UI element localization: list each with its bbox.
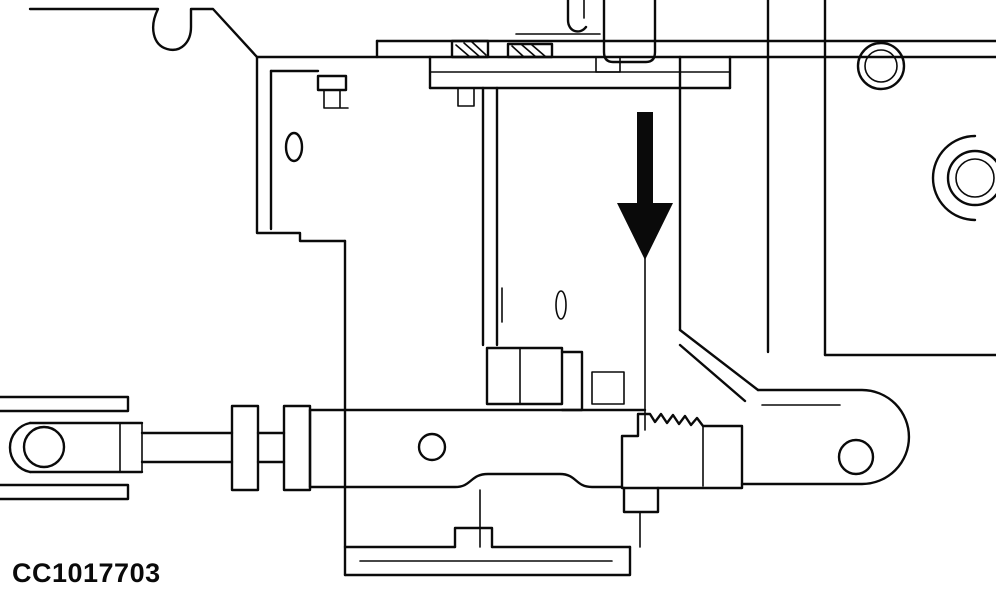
figure-code: CC1017703 <box>12 558 161 588</box>
clevis-pin <box>22 425 66 469</box>
adjuster-collar-left <box>230 404 260 492</box>
bar-hole <box>417 432 447 462</box>
pointer-down-arrow-icon <box>617 112 673 431</box>
adjuster-collar-right <box>282 404 312 492</box>
main-link-bar <box>308 408 647 489</box>
top-left-bracket <box>28 7 259 59</box>
link-pin <box>837 438 875 476</box>
mounting-plate <box>428 39 732 107</box>
bore-outer <box>931 134 977 222</box>
panel-hole <box>856 41 906 91</box>
retaining-clip <box>515 0 657 64</box>
left-bracket-plate <box>255 55 349 243</box>
right-link <box>740 388 911 486</box>
gusset-bracket <box>678 328 760 403</box>
lower-housing <box>343 489 641 577</box>
bore-inner <box>955 158 995 198</box>
cable-adjuster <box>620 412 744 514</box>
bolt-head-right <box>506 42 554 59</box>
left-clevis-rod <box>0 395 312 501</box>
slot-hole <box>284 131 304 163</box>
bolt-head-left <box>450 39 490 59</box>
right-panel <box>766 0 996 357</box>
central-housing <box>343 55 682 577</box>
bore-middle <box>946 149 996 207</box>
